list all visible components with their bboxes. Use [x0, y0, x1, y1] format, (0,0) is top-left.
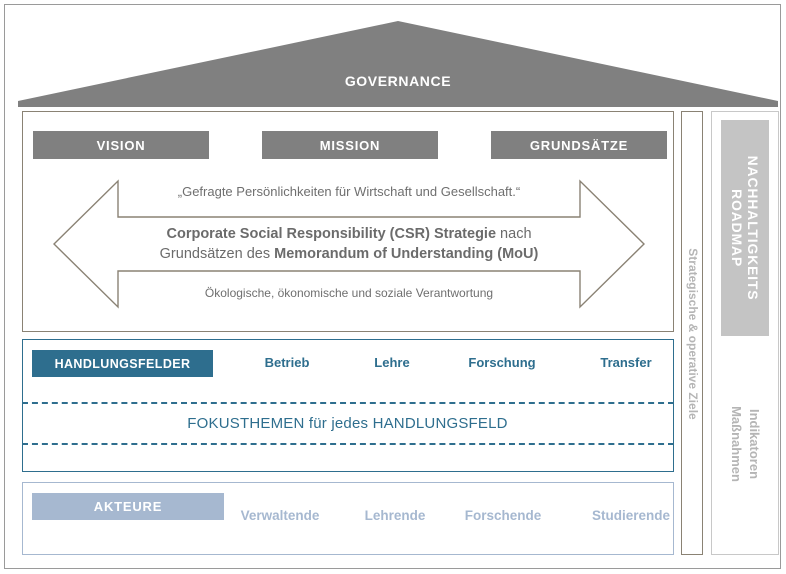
akteure-panel: AKTEURE Verwaltende Lehrende Forschende … [22, 482, 674, 555]
csr-bold-2: Memorandum of Understanding (MoU) [274, 246, 539, 262]
fokusthemen-box: FOKUSTHEMEN für jedes HANDLUNGSFELD [21, 402, 674, 445]
actor-lehrende[interactable]: Lehrende [364, 508, 426, 523]
akteure-tag-label: AKTEURE [93, 499, 163, 514]
pillar-mission[interactable]: MISSION [262, 131, 438, 159]
roadmap-line-2: ROADMAP [729, 189, 745, 267]
roadmap-box: NACHHALTIGKEITS ROADMAP [721, 120, 769, 336]
strategic-goals-column: Strategische & operative Ziele [681, 111, 703, 555]
roadmap-label: NACHHALTIGKEITS ROADMAP [721, 120, 769, 336]
field-forschung[interactable]: Forschung [468, 355, 536, 370]
roof-triangle-icon [18, 21, 778, 107]
arrow-middle-text: Corporate Social Responsibility (CSR) St… [79, 224, 619, 264]
roadmap-sub-box: Indikatoren Maßnahmen [721, 344, 769, 544]
roadmap-sub-line-1: Indikatoren [746, 408, 762, 480]
handlungsfelder-tag[interactable]: HANDLUNGSFELDER [32, 350, 213, 377]
field-betrieb[interactable]: Betrieb [264, 355, 310, 370]
csr-bold-1: Corporate Social Responsibility (CSR) St… [166, 226, 497, 242]
field-lehre[interactable]: Lehre [374, 355, 410, 370]
pillar-vision-label: VISION [96, 137, 146, 153]
double-arrow-icon [53, 179, 645, 309]
actor-forschende[interactable]: Forschende [464, 508, 542, 523]
pillar-vision[interactable]: VISION [33, 131, 209, 159]
fokusthemen-label: FOKUSTHEMEN für jedes HANDLUNGSFELD [187, 415, 508, 432]
field-transfer[interactable]: Transfer [600, 355, 652, 370]
arrow-middle-line2: Grundsätzen des Memorandum of Understand… [79, 244, 619, 264]
arrow-middle-line1: Corporate Social Responsibility (CSR) St… [79, 224, 619, 244]
pillar-grundsaetze-label: GRUNDSÄTZE [529, 137, 629, 153]
handlungsfelder-tag-label: HANDLUNGSFELDER [54, 356, 191, 371]
roadmap-sub-line-2: Maßnahmen [729, 406, 744, 482]
csr-plain-1: nach [496, 226, 532, 242]
roadmap-sub-label: Indikatoren Maßnahmen [721, 344, 769, 544]
roadmap-line-1: NACHHALTIGKEITS [745, 155, 762, 301]
strategic-goals-label: Strategische & operative Ziele [686, 248, 700, 420]
pillar-grundsaetze[interactable]: GRUNDSÄTZE [491, 131, 667, 159]
strategy-panel: VISION MISSION GRUNDSÄTZE „Gefragte Pers… [22, 111, 674, 332]
handlungsfelder-panel: HANDLUNGSFELDER Betrieb Lehre Forschung … [21, 339, 674, 472]
outer-frame: GOVERNANCE VISION MISSION GRUNDSÄTZE „Ge… [4, 4, 781, 569]
arrow-bottom-text: Ökologische, ökonomische und soziale Ver… [204, 286, 494, 300]
governance-roof: GOVERNANCE [18, 21, 778, 107]
actor-studierende[interactable]: Studierende [591, 508, 670, 523]
actor-verwaltende[interactable]: Verwaltende [240, 508, 320, 523]
roadmap-column: NACHHALTIGKEITS ROADMAP Indikatoren Maßn… [711, 111, 779, 555]
pillar-mission-label: MISSION [319, 137, 381, 153]
csr-strategy-arrow: „Gefragte Persönlichkeiten für Wirtschaf… [33, 174, 665, 314]
csr-plain-2: Grundsätzen des [159, 246, 275, 262]
arrow-top-text: „Gefragte Persönlichkeiten für Wirtschaf… [177, 184, 521, 199]
akteure-tag[interactable]: AKTEURE [32, 493, 224, 520]
